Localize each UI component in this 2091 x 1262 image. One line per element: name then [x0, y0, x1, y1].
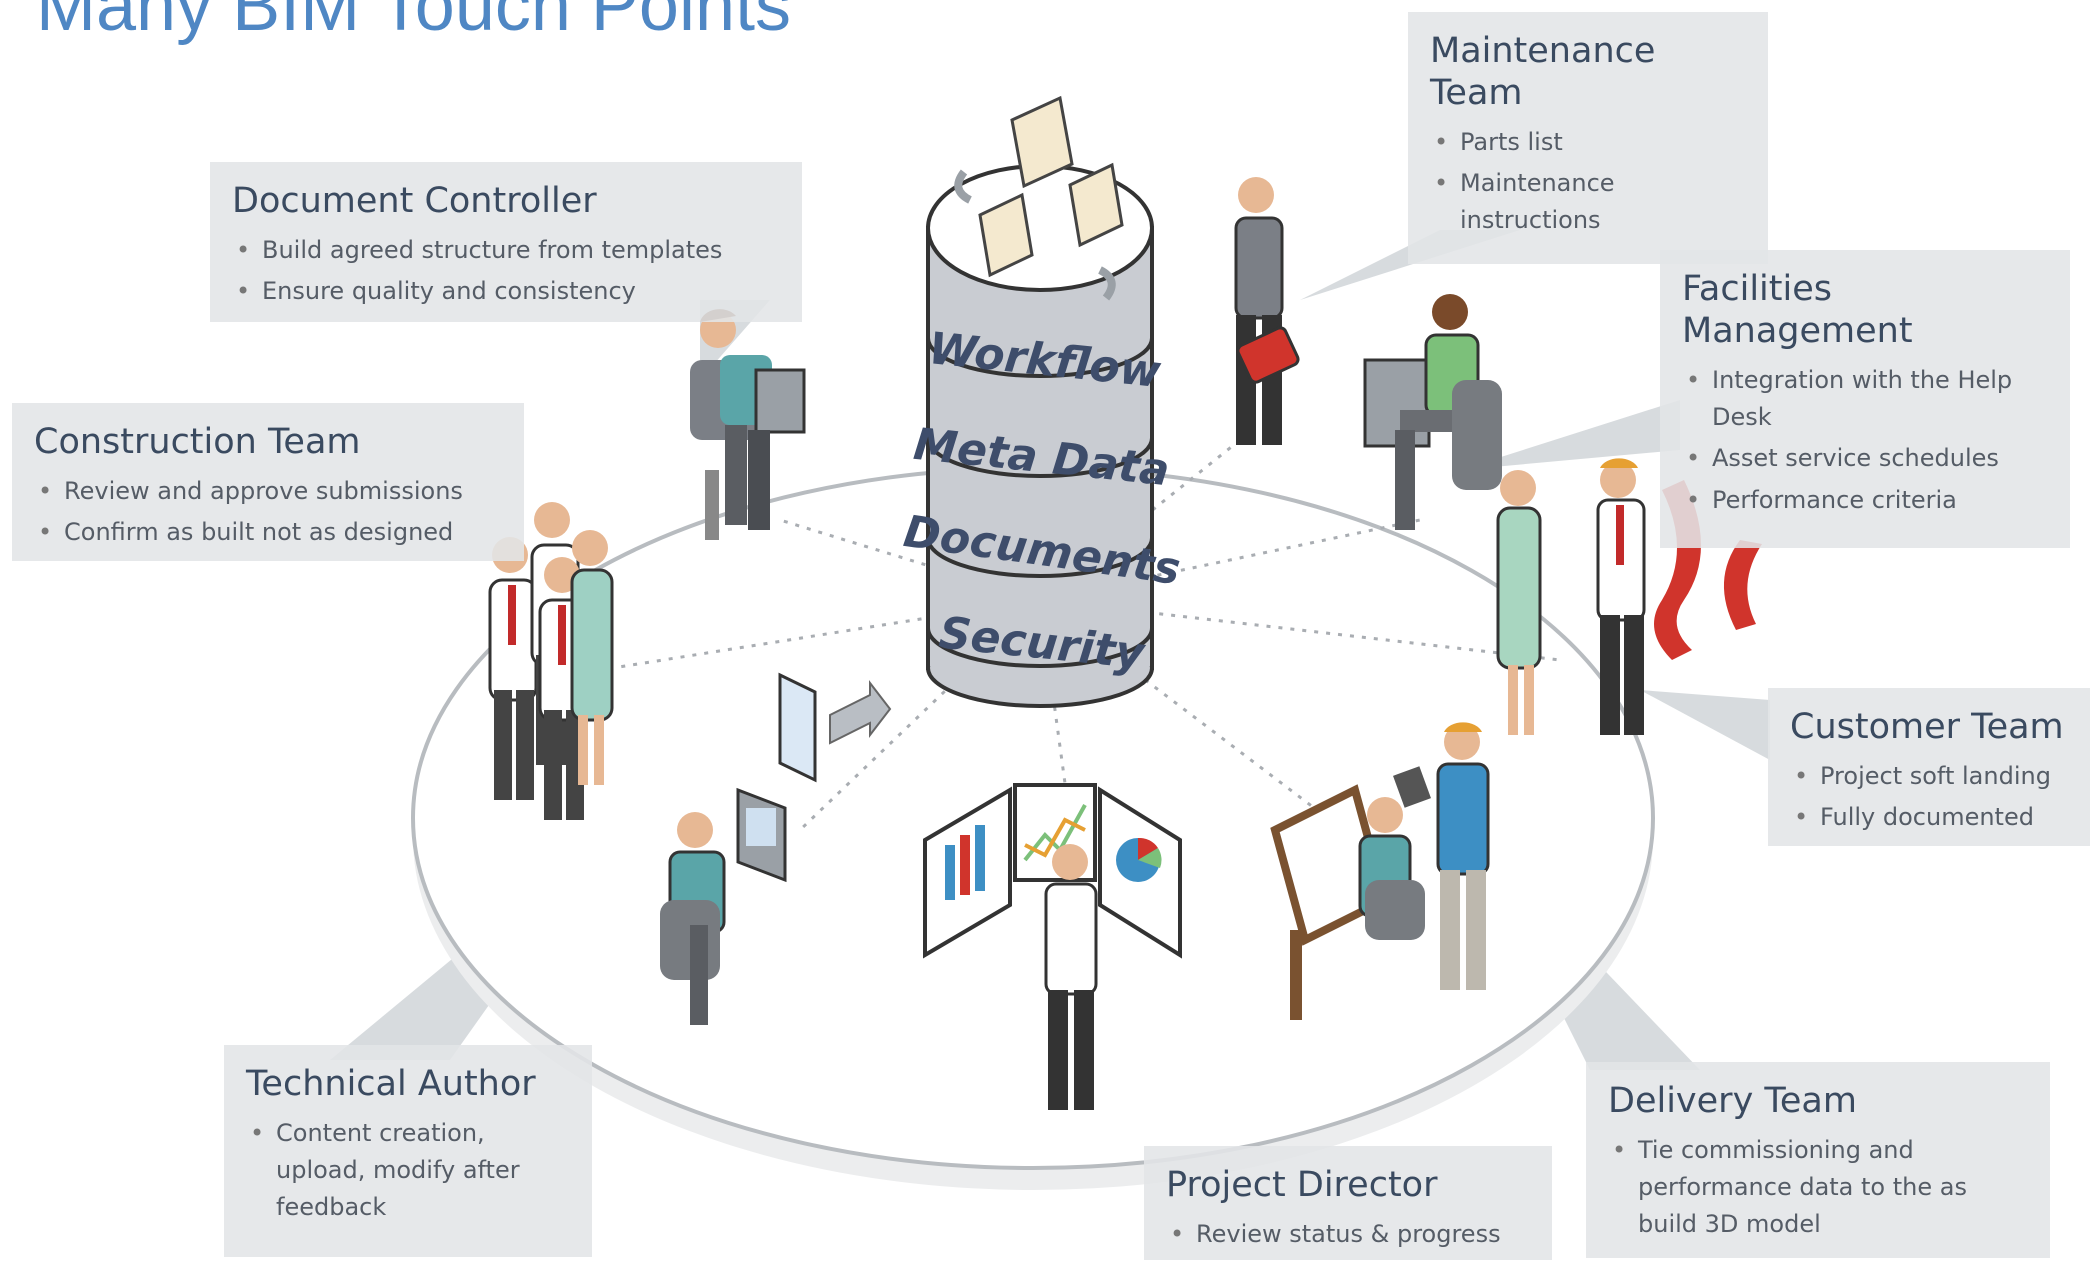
list-item: Ensure quality and consistency — [232, 273, 780, 310]
maintenance-worker-figure — [1234, 177, 1300, 445]
list-item: Build agreed structure from templates — [232, 232, 780, 269]
list-item: Parts list — [1430, 124, 1746, 161]
list-item: Maintenance instructions — [1430, 165, 1746, 239]
delivery-team-figures — [1270, 722, 1490, 1020]
list-item: Fully documented — [1790, 799, 2068, 836]
customer-team-callout: Customer Team Project soft landing Fully… — [1768, 688, 2090, 846]
delivery-team-callout: Delivery Team Tie commissioning and perf… — [1586, 1062, 2050, 1258]
facilities-management-callout: Facilities Management Integration with t… — [1660, 250, 2070, 548]
folder-icons — [954, 95, 1124, 301]
delivery-team-heading: Delivery Team — [1608, 1081, 1857, 1121]
list-item: Project soft landing — [1790, 758, 2068, 795]
project-director-heading: Project Director — [1166, 1165, 1438, 1205]
technical-author-callout: Technical Author Content creation, uploa… — [224, 1045, 592, 1257]
project-director-callout: Project Director Review status & progres… — [1144, 1146, 1552, 1260]
list-item: Review status & progress — [1166, 1216, 1530, 1253]
maintenance-team-callout: Maintenance Team Parts list Maintenance … — [1408, 12, 1768, 264]
data-hub-cylinder: Workflow Meta Data Documents Security — [901, 164, 1183, 708]
construction-team-heading: Construction Team — [34, 422, 361, 462]
project-director-figures — [923, 783, 1182, 1110]
technical-author-heading: Technical Author — [246, 1064, 536, 1104]
document-controller-heading: Document Controller — [232, 181, 597, 221]
document-controller-callout: Document Controller Build agreed structu… — [210, 162, 802, 322]
construction-team-figures — [488, 502, 614, 820]
maintenance-team-heading: Maintenance Team — [1430, 31, 1656, 113]
technical-author-figures — [660, 672, 892, 1025]
list-item: Asset service schedules — [1682, 440, 2048, 477]
document-controller-figure — [690, 309, 806, 540]
list-item: Tie commissioning and performance data t… — [1608, 1132, 2028, 1244]
facilities-manager-figure — [1363, 294, 1502, 530]
list-item: Review and approve submissions — [34, 473, 502, 510]
list-item: Confirm as built not as designed — [34, 514, 502, 551]
customer-team-figures — [1496, 458, 1762, 735]
list-item: Performance criteria — [1682, 482, 2048, 519]
page-title: Many BIM Touch Points — [36, 0, 792, 46]
list-item: Content creation, upload, modify after f… — [246, 1115, 570, 1227]
construction-team-callout: Construction Team Review and approve sub… — [12, 403, 524, 561]
list-item: Integration with the Help Desk — [1682, 362, 2048, 436]
customer-team-heading: Customer Team — [1790, 707, 2064, 747]
facilities-management-heading: Facilities Management — [1682, 269, 1913, 351]
